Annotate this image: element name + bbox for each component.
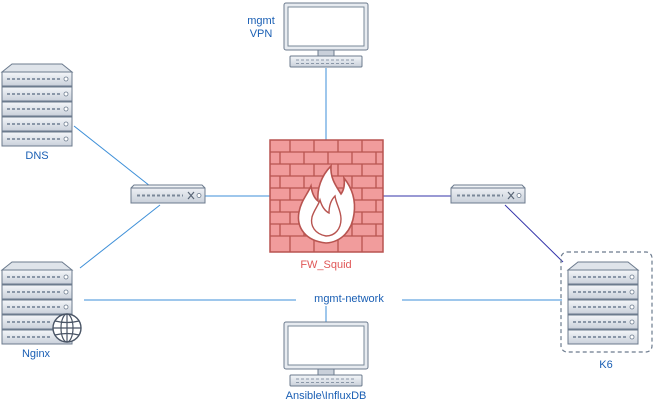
link-dns-switch-left xyxy=(73,125,151,187)
k6-label: K6 xyxy=(599,359,613,371)
firewall-icon xyxy=(269,139,384,253)
ansible-monitor-icon xyxy=(283,321,369,387)
nginx-label: Nginx xyxy=(21,348,51,360)
vpn-monitor-icon xyxy=(283,2,369,68)
mgmt-network-label: mgmt-network xyxy=(296,293,402,306)
switch-right-icon xyxy=(450,184,526,204)
dns-server-icon xyxy=(0,63,74,147)
ansible-label: Ansible\InfluxDB xyxy=(285,390,367,402)
dns-label: DNS xyxy=(25,150,49,162)
vpn-label: mgmt VPN xyxy=(247,15,275,40)
nginx-server-icon xyxy=(0,261,74,345)
k6-server-group xyxy=(560,251,653,353)
firewall-label: FW_Squid xyxy=(300,259,352,271)
switch-left-icon xyxy=(130,184,206,204)
link-nginx-switch-left xyxy=(79,204,161,269)
link-switch-right-k6 xyxy=(504,204,564,263)
globe-icon xyxy=(52,313,82,343)
flame-icon xyxy=(297,163,356,244)
